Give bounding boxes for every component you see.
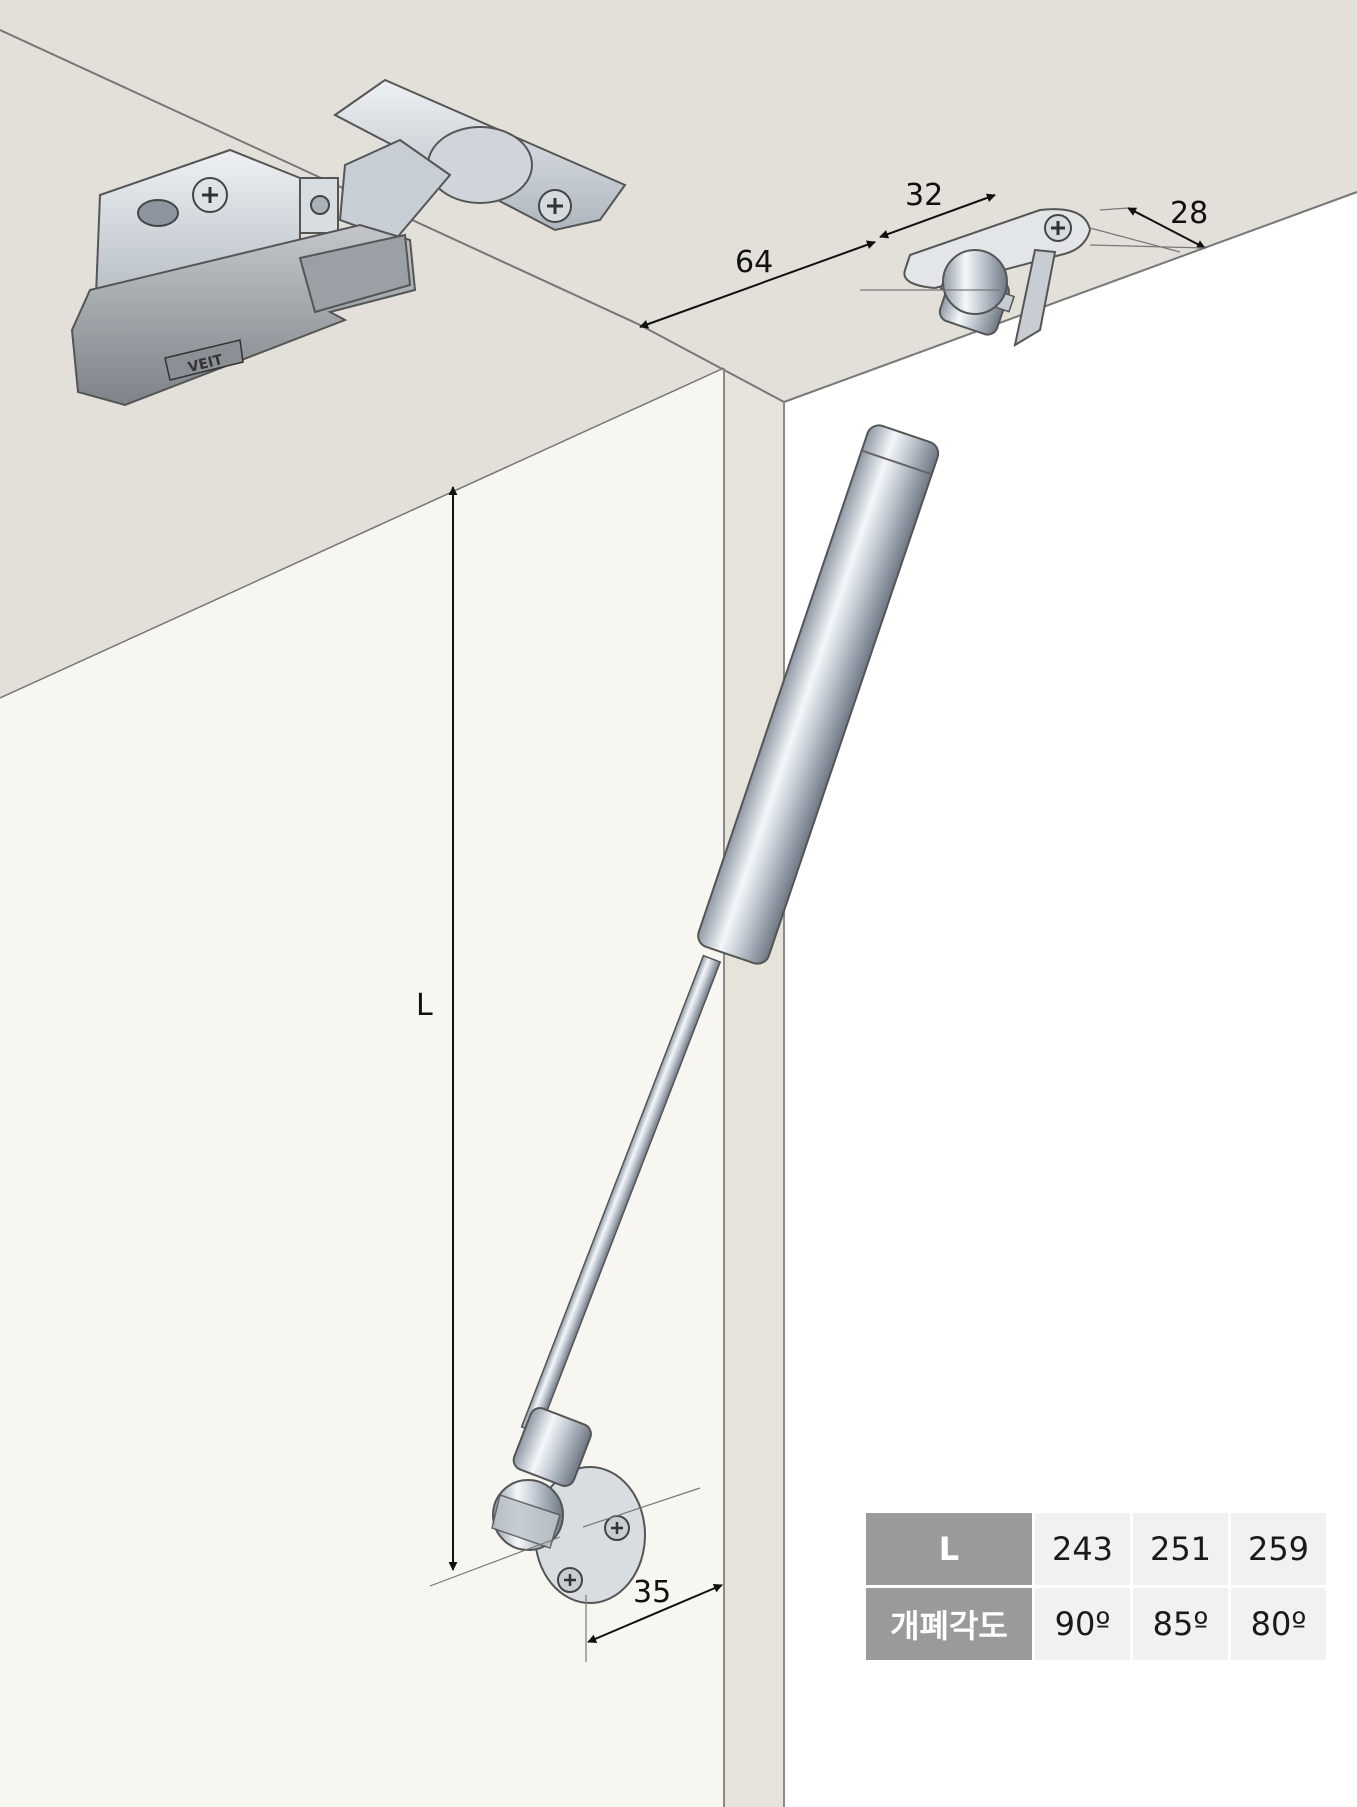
- cell-angle-1: 90º: [1035, 1588, 1130, 1660]
- cabinet-corner-line: [0, 367, 725, 699]
- cell-angle-2: 85º: [1133, 1588, 1228, 1660]
- table-row-L: L 243 251 259: [866, 1513, 1326, 1585]
- dimension-35: 35: [633, 1575, 671, 1610]
- row-label-L: L: [866, 1513, 1032, 1585]
- row-label-angle: 개폐각도: [866, 1588, 1032, 1660]
- dimension-64: 64: [735, 245, 773, 280]
- cell-L-1: 243: [1035, 1513, 1130, 1585]
- bottom-bracket: [491, 1407, 646, 1604]
- cabinet-top-panel: [0, 0, 1357, 698]
- dimension-lines: [429, 193, 1206, 1662]
- table-row-angle: 개폐각도 90º 85º 80º: [866, 1588, 1326, 1660]
- cell-L-2: 251: [1133, 1513, 1228, 1585]
- cell-angle-3: 80º: [1231, 1588, 1326, 1660]
- cell-L-3: 259: [1231, 1513, 1326, 1585]
- dimension-L: L: [416, 988, 433, 1023]
- gas-strut: [520, 249, 1016, 1435]
- dimension-28: 28: [1170, 196, 1208, 231]
- dimension-32: 32: [905, 178, 943, 213]
- hinge: VEIT: [70, 78, 627, 407]
- cabinet-side-edge: [724, 368, 784, 1807]
- spec-table: L 243 251 259 개폐각도 90º 85º 80º: [863, 1510, 1329, 1663]
